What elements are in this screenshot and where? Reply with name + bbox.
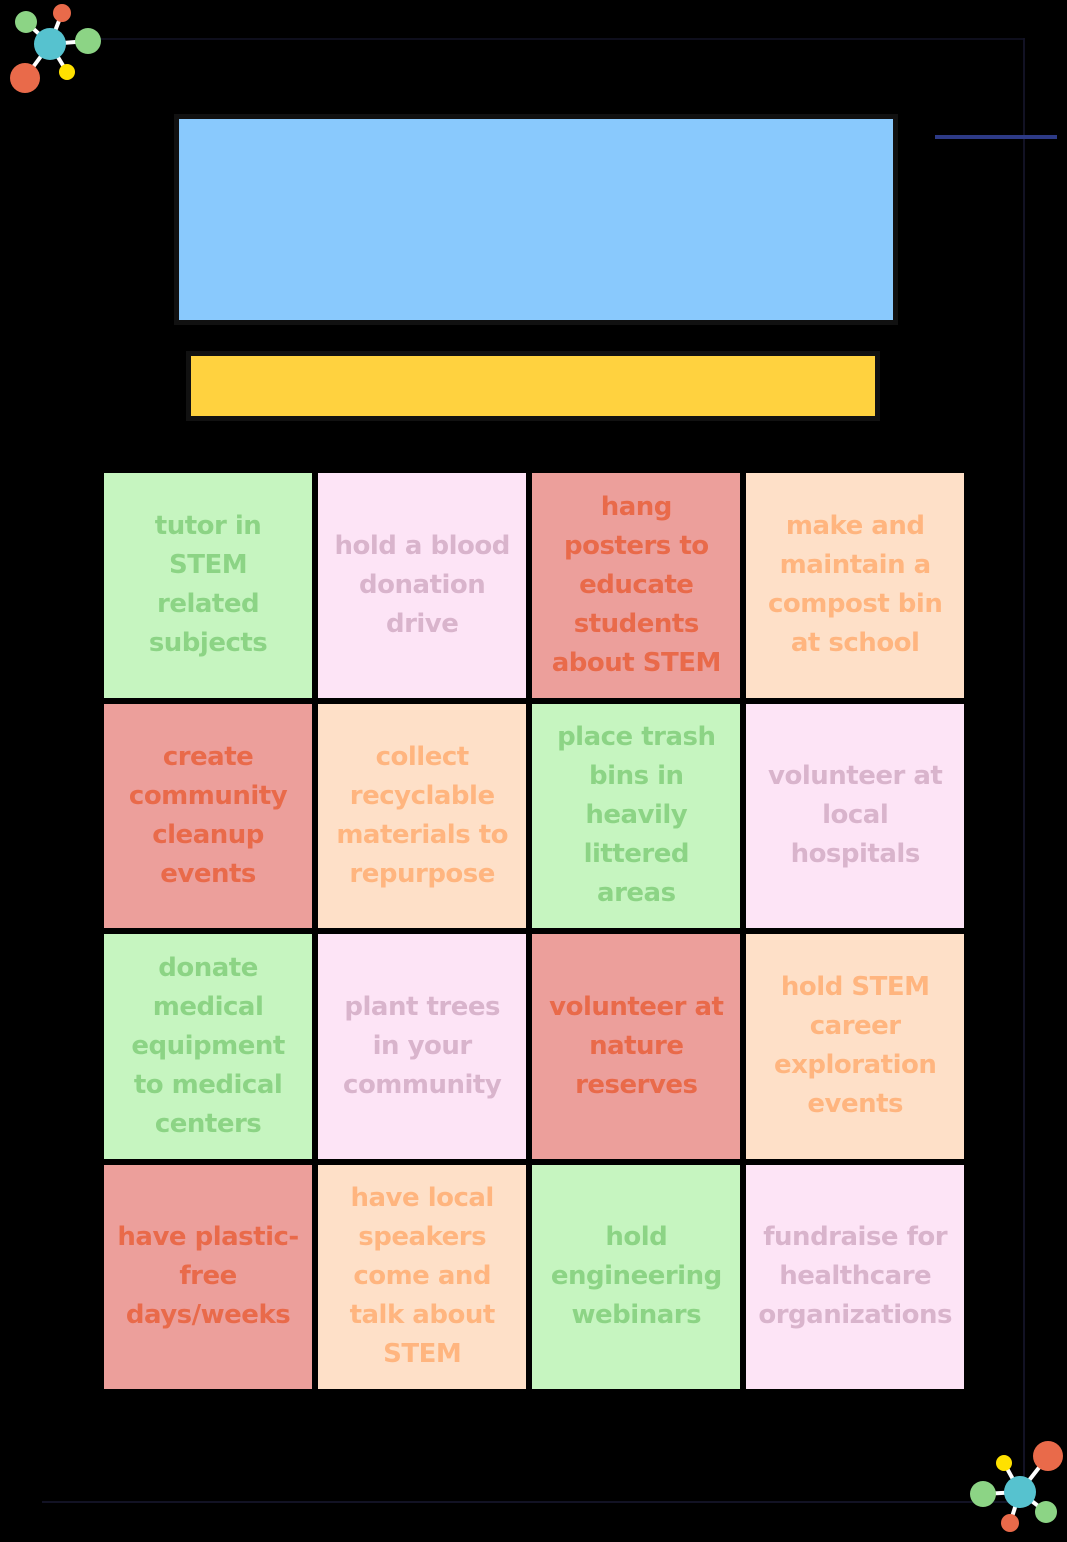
bingo-cell: volunteer at nature reserves [532, 934, 741, 1159]
bingo-cell-label: donate medical equipment to medical cent… [131, 952, 285, 1139]
bingo-cell: have local speakers come and talk about … [318, 1164, 527, 1389]
molecule-icon [10, 4, 101, 93]
bingo-cell-label: hold STEM career exploration events [773, 972, 937, 1120]
title-banner [174, 114, 898, 325]
bingo-cell: collect recyclable materials to repurpos… [318, 703, 527, 928]
bingo-cell: have plastic-free days/weeks [104, 1164, 313, 1389]
bingo-grid: tutor in STEM related subjects hold a bl… [100, 469, 968, 1393]
bingo-cell-label: tutor in STEM related subjects [148, 511, 268, 659]
bingo-cell-label: fundraise for healthcare organizations [758, 1222, 952, 1331]
bingo-cell: hang posters to educate students about S… [532, 473, 741, 698]
bingo-cell: plant trees in your community [318, 934, 527, 1159]
bingo-cell-label: have plastic-free days/weeks [117, 1222, 299, 1331]
frame-line-right [1023, 38, 1025, 1503]
bingo-cell-label: plant trees in your community [343, 991, 502, 1100]
subtitle-banner [186, 351, 880, 421]
bingo-cell-label: create community cleanup events [128, 741, 288, 889]
bingo-cell-label: hold engineering webinars [550, 1222, 722, 1331]
molecule-icon [970, 1441, 1063, 1532]
bingo-cell: donate medical equipment to medical cent… [104, 934, 313, 1159]
bingo-cell: create community cleanup events [104, 703, 313, 928]
bingo-cell: hold STEM career exploration events [746, 934, 964, 1159]
bingo-cell-label: have local speakers come and talk about … [349, 1183, 496, 1370]
bingo-cell: hold engineering webinars [532, 1164, 741, 1389]
bingo-cell: place trash bins in heavily littered are… [532, 703, 741, 928]
frame-line-top [100, 38, 1024, 40]
bingo-cell-label: hang posters to educate students about S… [551, 491, 722, 678]
frame-line-bottom [42, 1501, 1024, 1503]
bingo-cell-label: volunteer at local hospitals [768, 761, 943, 870]
bingo-cell: hold a blood donation drive [318, 473, 527, 698]
bingo-cell: volunteer at local hospitals [746, 703, 964, 928]
bingo-cell-label: hold a blood donation drive [334, 530, 510, 639]
bingo-cell-label: place trash bins in heavily littered are… [557, 722, 716, 909]
accent-dash [935, 135, 1057, 139]
bingo-cell-label: volunteer at nature reserves [549, 991, 724, 1100]
bingo-cell: make and maintain a compost bin at schoo… [746, 473, 964, 698]
bingo-cell-label: make and maintain a compost bin at schoo… [768, 511, 943, 659]
bingo-cell: tutor in STEM related subjects [104, 473, 313, 698]
bingo-cell: fundraise for healthcare organizations [746, 1164, 964, 1389]
bingo-cell-label: collect recyclable materials to repurpos… [336, 741, 509, 889]
